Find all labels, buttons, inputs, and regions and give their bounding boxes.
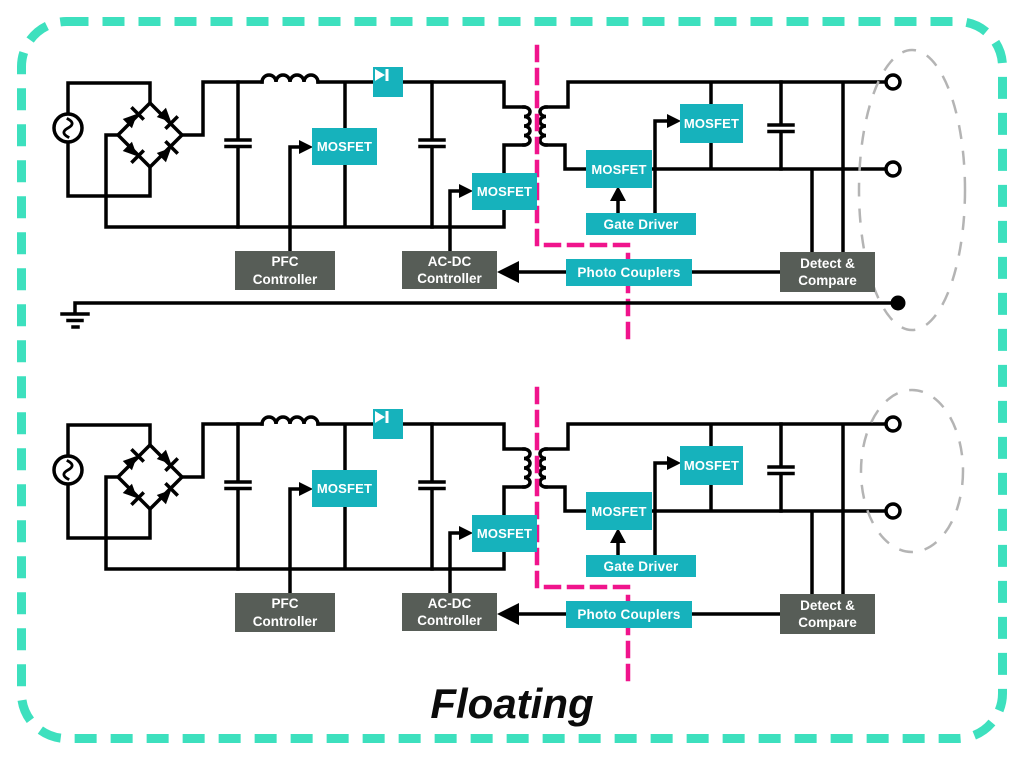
detect-compare-label: Compare — [798, 273, 857, 288]
acdc-controller-label: Controller — [417, 271, 482, 286]
mosfet-label: MOSFET — [683, 458, 740, 473]
gate-driver-box: Gate Driver — [586, 213, 696, 235]
gate-driver-label: Gate Driver — [603, 216, 679, 232]
boost-diode-box — [373, 409, 403, 439]
boost-diode-box — [373, 67, 403, 97]
detect-compare-label: Detect & — [800, 597, 855, 613]
ground-icon — [60, 295, 906, 329]
pfc-controller-box: PFC Controller — [235, 251, 335, 290]
detect-compare-box: Detect & Compare — [780, 252, 875, 292]
mosfet-label: MOSFET — [316, 139, 373, 154]
acdc-controller-box: AC-DC Controller — [402, 251, 497, 289]
photo-couplers-box: Photo Couplers — [566, 259, 692, 286]
gate-driver-box: Gate Driver — [586, 555, 696, 577]
mosfet-label: MOSFET — [476, 526, 533, 541]
secondary-mosfet-box: MOSFET — [586, 492, 652, 530]
mosfet-label: MOSFET — [316, 481, 373, 496]
primary-mosfet-box: MOSFET — [472, 173, 537, 210]
output-region-ellipse-top — [857, 48, 967, 332]
mosfet-label: MOSFET — [476, 184, 533, 199]
detect-compare-label: Detect & — [800, 255, 855, 271]
rectifier-mosfet-box: MOSFET — [680, 446, 743, 485]
pfc-controller-label: PFC — [271, 596, 299, 612]
secondary-mosfet-box: MOSFET — [586, 150, 652, 188]
photo-couplers-label: Photo Couplers — [577, 607, 681, 622]
floating-caption: Floating — [430, 680, 594, 727]
detect-compare-box: Detect & Compare — [780, 594, 875, 634]
pfc-mosfet-box: MOSFET — [312, 128, 377, 165]
mosfet-label: MOSFET — [591, 503, 647, 519]
ground-terminal-dot — [890, 295, 906, 311]
acdc-controller-label: AC-DC — [427, 253, 472, 269]
diode-icon — [375, 411, 389, 423]
acdc-controller-label: AC-DC — [427, 595, 472, 611]
photo-couplers-box: Photo Couplers — [566, 601, 692, 628]
pfc-controller-label: Controller — [252, 613, 318, 629]
page-border-frame — [17, 17, 1007, 743]
acdc-controller-label: Controller — [417, 613, 482, 628]
pfc-controller-box: PFC Controller — [235, 593, 335, 632]
pfc-mosfet-box: MOSFET — [312, 470, 377, 507]
diode-icon — [375, 69, 389, 81]
photo-couplers-label: Photo Couplers — [577, 265, 681, 280]
mosfet-label: MOSFET — [683, 116, 740, 131]
primary-mosfet-box: MOSFET — [472, 515, 537, 552]
mosfet-label: MOSFET — [591, 161, 647, 177]
pfc-controller-label: Controller — [252, 271, 318, 287]
gate-driver-label: Gate Driver — [603, 558, 679, 574]
output-region-ellipse-bottom — [859, 388, 965, 554]
detect-compare-label: Compare — [798, 615, 857, 630]
pfc-controller-label: PFC — [271, 254, 299, 270]
rectifier-mosfet-box: MOSFET — [680, 104, 743, 143]
acdc-controller-box: AC-DC Controller — [402, 593, 497, 631]
